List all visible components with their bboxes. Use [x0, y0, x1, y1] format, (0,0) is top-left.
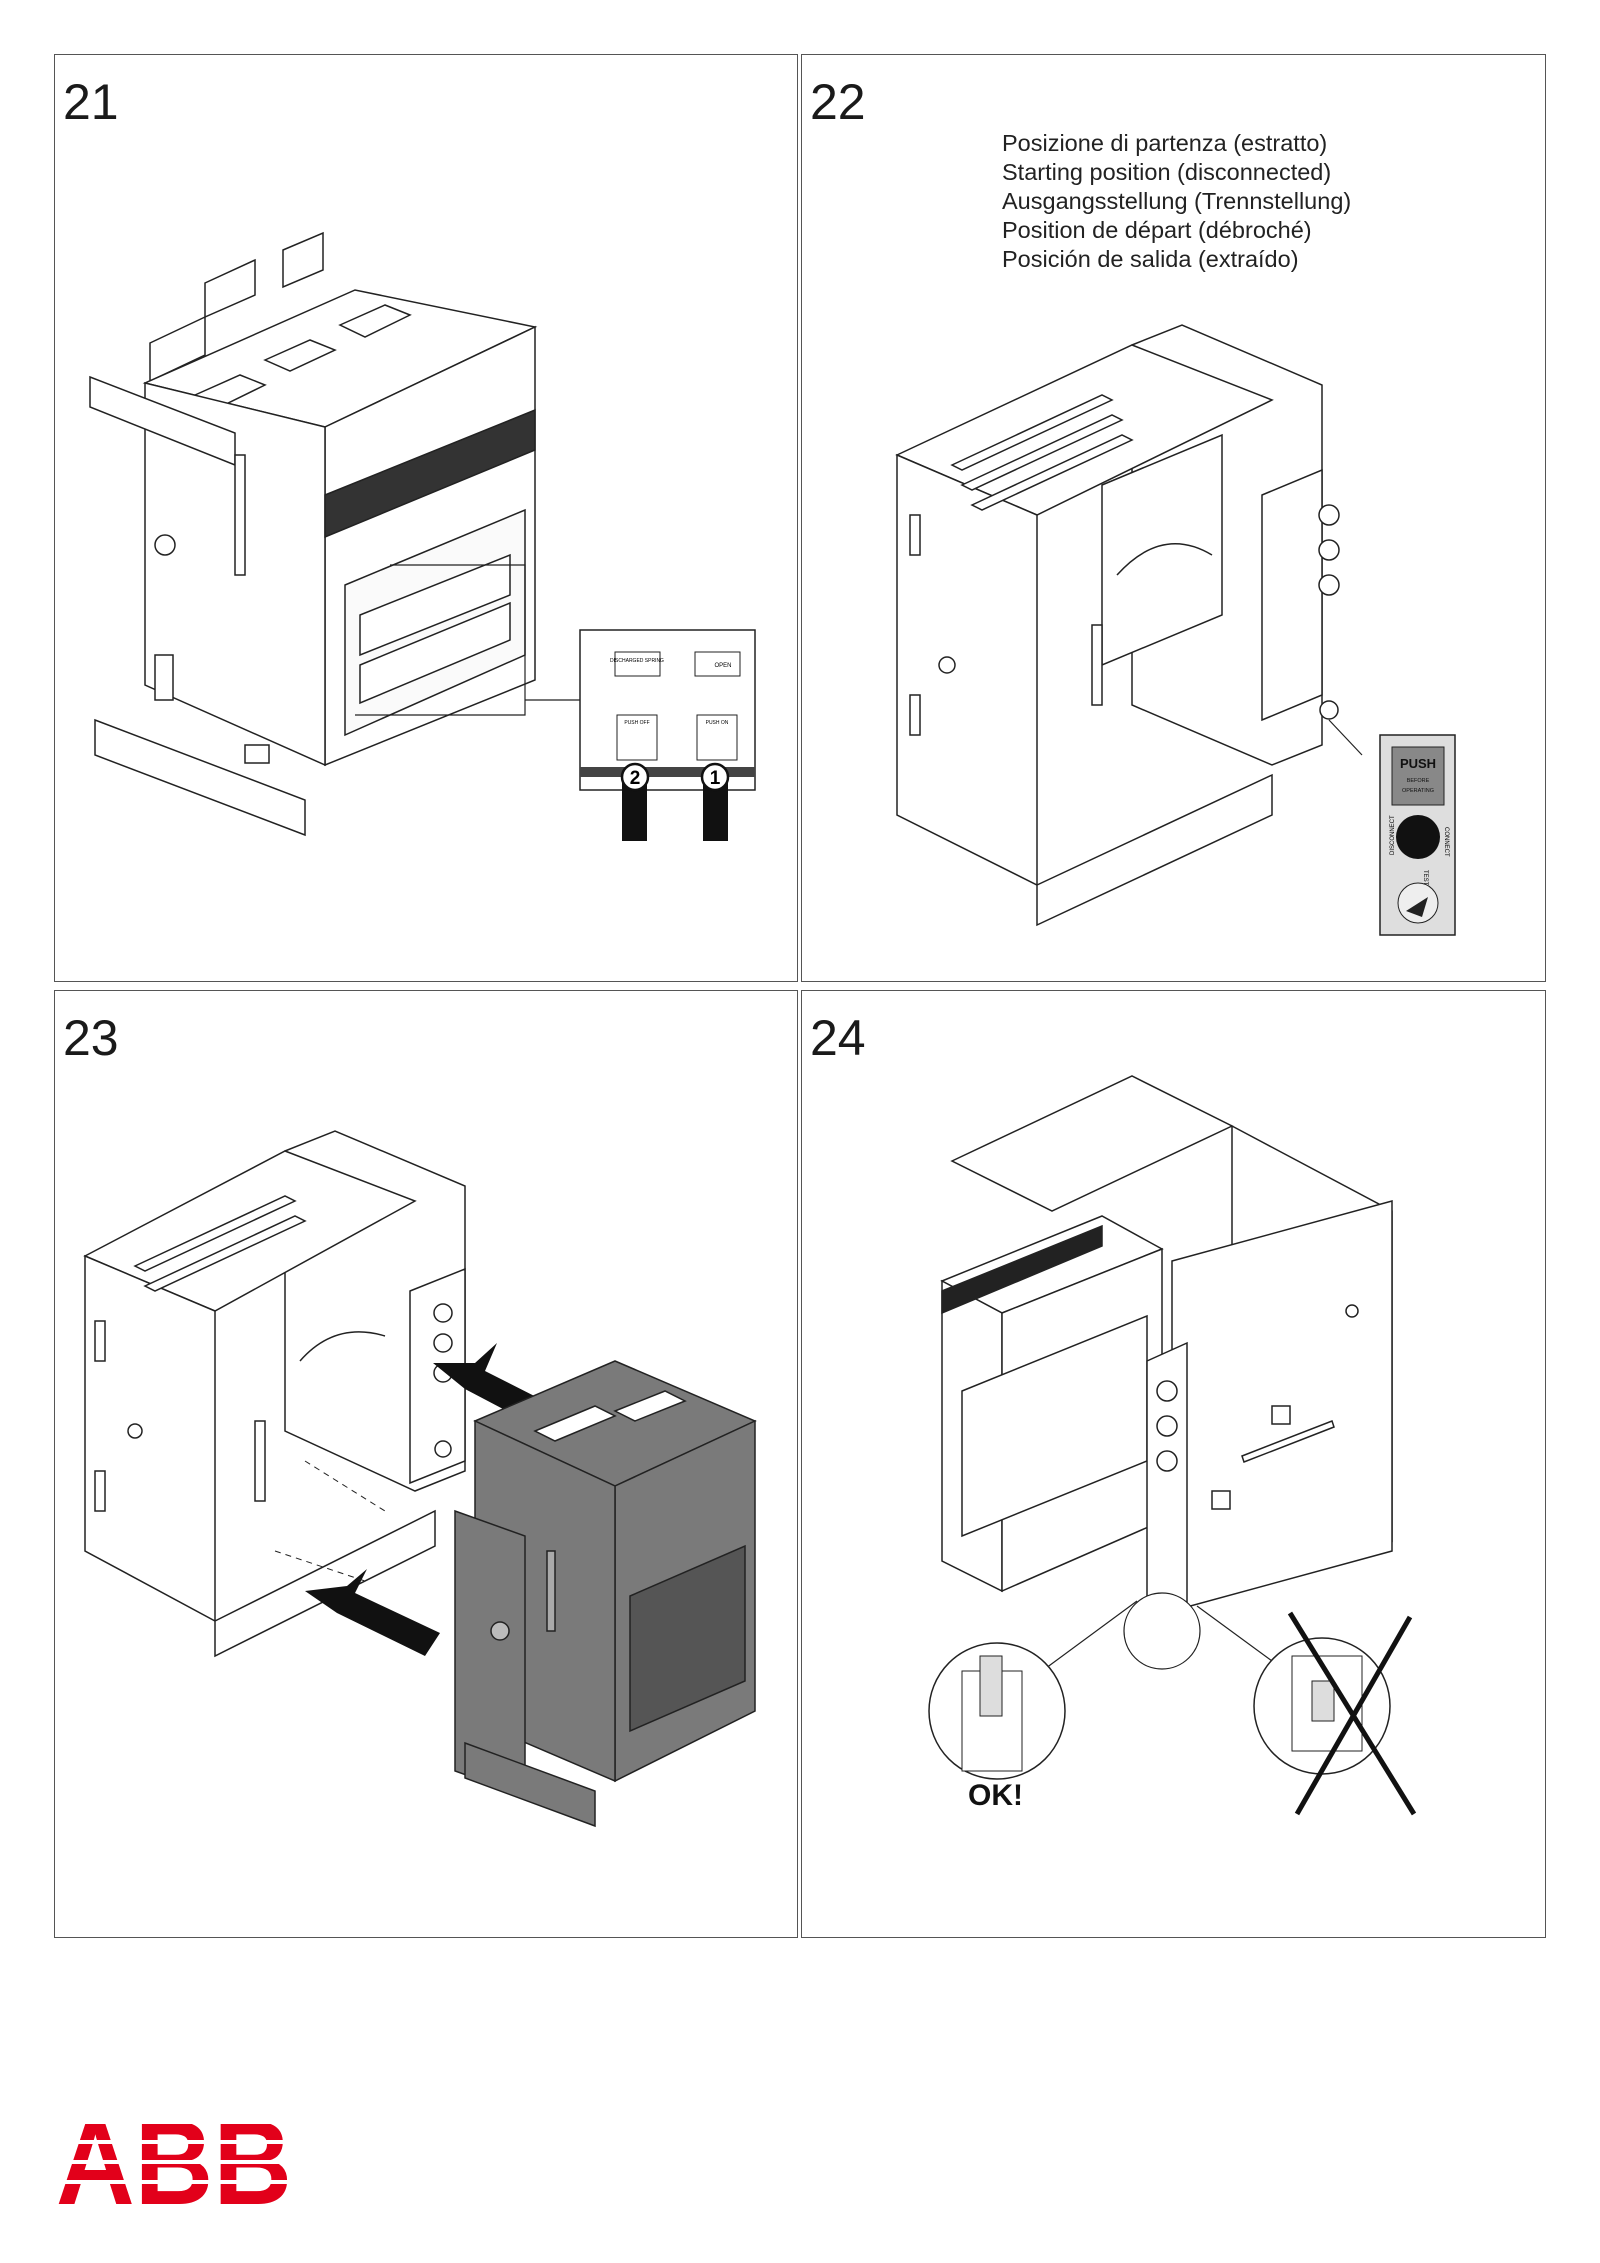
position-indicator-inset: PUSH BEFORE OPERATING DISCONNECT CONNECT… — [1379, 734, 1456, 936]
step-21-panel: 21 — [54, 54, 798, 982]
starting-position-caption: Posizione di partenza (estratto) Startin… — [1002, 129, 1351, 274]
ok-label: OK! — [968, 1779, 1023, 1812]
caption-english: Starting position (disconnected) — [1002, 159, 1332, 185]
correct-detail — [928, 1642, 1066, 1780]
button-1-number: 1 — [710, 768, 721, 789]
step-number: 21 — [63, 74, 119, 130]
test-label: TEST — [1422, 870, 1428, 886]
racked-in-drawing — [928, 1075, 1417, 1816]
caption-italian: Posizione di partenza (estratto) — [1002, 130, 1328, 156]
push-on-label: PUSH ON — [706, 720, 729, 726]
step-number: 23 — [63, 1010, 119, 1066]
incorrect-detail — [1253, 1611, 1417, 1816]
step-23-panel: 23 — [54, 990, 798, 1938]
push-off-label: PUSH OFF — [624, 720, 649, 726]
open-label: OPEN — [714, 663, 731, 669]
before-label: BEFORE — [1407, 778, 1430, 784]
push-buttons-inset: DISCHARGED SPRING OPEN PUSH OFF PUSH ON … — [579, 629, 756, 841]
breaker-drawing: DISCHARGED SPRING OPEN PUSH OFF PUSH ON … — [89, 231, 756, 841]
step-24-panel: 24 — [801, 990, 1546, 1938]
caption-spanish: Posición de salida (extraído) — [1002, 246, 1299, 272]
button-2-number: 2 — [630, 768, 641, 789]
push-label: PUSH — [1400, 756, 1436, 771]
caption-french: Position de départ (débroché) — [1002, 217, 1312, 243]
step-number: 24 — [810, 1010, 866, 1066]
discharged-label: DISCHARGED SPRING — [610, 658, 664, 664]
fixed-part-drawing: PUSH BEFORE OPERATING DISCONNECT CONNECT… — [895, 324, 1456, 936]
operating-label: OPERATING — [1402, 788, 1434, 794]
disconnect-label: DISCONNECT — [1390, 815, 1396, 855]
abb-logo: ABB — [56, 2112, 292, 2210]
connect-label: CONNECT — [1443, 827, 1449, 857]
caption-german: Ausgangsstellung (Trennstellung) — [1002, 188, 1352, 214]
step-22-panel: 22 Posizione di partenza (estratto) Star… — [801, 54, 1546, 982]
step-number: 22 — [810, 74, 866, 130]
insertion-drawing — [83, 1130, 757, 1828]
